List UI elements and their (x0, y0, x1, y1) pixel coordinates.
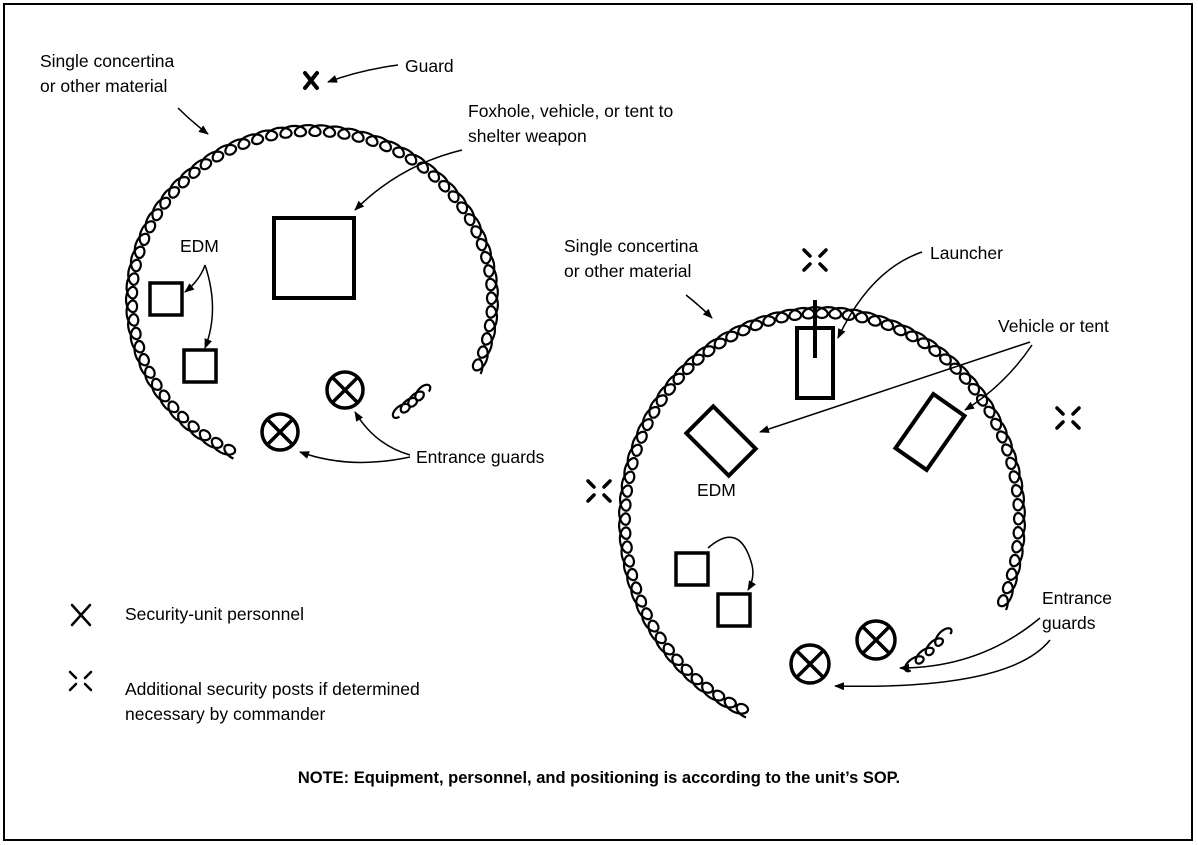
edm-left-label: EDM (180, 236, 219, 256)
additional-post-right (1055, 406, 1081, 430)
vehicle-edm (683, 403, 759, 479)
sop-note: NOTE: Equipment, personnel, and position… (298, 769, 900, 787)
edm-box-left-2 (182, 348, 218, 384)
launcher-label: Launcher (930, 243, 1003, 263)
entrance-guards-right-label-line1: Entrance (1042, 588, 1112, 608)
vehicle-arrow-right (964, 344, 1033, 411)
entrance-left-arrow-1 (354, 411, 411, 456)
concertina-coil (124, 123, 500, 460)
concertina-coil (617, 305, 1027, 719)
entrance-guards-right-label-line2: guards (1042, 613, 1096, 633)
entrance-left-arrow-2 (299, 451, 411, 464)
shelter-arrow (354, 149, 463, 211)
shelter-label-line2: shelter weapon (468, 126, 587, 146)
legend-additional-label-line1: Additional security posts if determined (125, 679, 420, 699)
right-wire-label-line2: or other material (564, 261, 691, 281)
edm-box-right-1 (674, 551, 710, 587)
vehicle-tent-label: Vehicle or tent (998, 316, 1109, 336)
entrance-guard-right-2 (789, 643, 831, 685)
left-wire-label-line1: Single concertina (40, 51, 175, 71)
entrance-guard-left-2 (260, 412, 300, 452)
edm-left-arrow-2 (204, 264, 214, 349)
guard-label: Guard (405, 56, 454, 76)
right-wire-arrow (685, 294, 713, 319)
edm-box-left-1 (148, 281, 184, 317)
entrance-guard-left-1 (325, 370, 365, 410)
concertina-coil (391, 383, 432, 419)
vehicle-tent-right (892, 391, 968, 473)
additional-post-top (802, 248, 828, 272)
legend-additional-label-line2: necessary by commander (125, 704, 326, 724)
vehicle-arrow-left (759, 341, 1031, 433)
left-wire-arrow (177, 107, 209, 135)
entrance-right-arrow-1 (899, 617, 1041, 672)
right-wire-label-line1: Single concertina (564, 236, 699, 256)
launcher-arrow (837, 251, 923, 339)
concertina-coil (903, 627, 953, 673)
additional-post-left (586, 479, 612, 503)
edm-right-label: EDM (697, 480, 736, 500)
legend-security-icon (70, 603, 92, 627)
edm-box-right-2 (716, 592, 752, 628)
shelter-label-line1: Foxhole, vehicle, or tent to (468, 101, 673, 121)
concertina-wire-left (124, 123, 500, 460)
concertina-wire-right (617, 305, 1027, 719)
legend-additional-icon (68, 670, 93, 692)
figure-frame (3, 3, 1193, 841)
guard-marker (303, 71, 319, 90)
guard-arrow (327, 64, 399, 83)
edm-right-curve (707, 536, 756, 591)
legend-security-label: Security-unit personnel (125, 604, 304, 624)
edm-left-arrow-1 (184, 264, 206, 293)
entrance-guard-right-1 (855, 619, 897, 661)
weapon-shelter (272, 216, 356, 300)
left-wire-label-line2: or other material (40, 76, 167, 96)
entrance-right-arrow-2 (834, 639, 1051, 691)
entrance-guards-left-label: Entrance guards (416, 447, 545, 467)
